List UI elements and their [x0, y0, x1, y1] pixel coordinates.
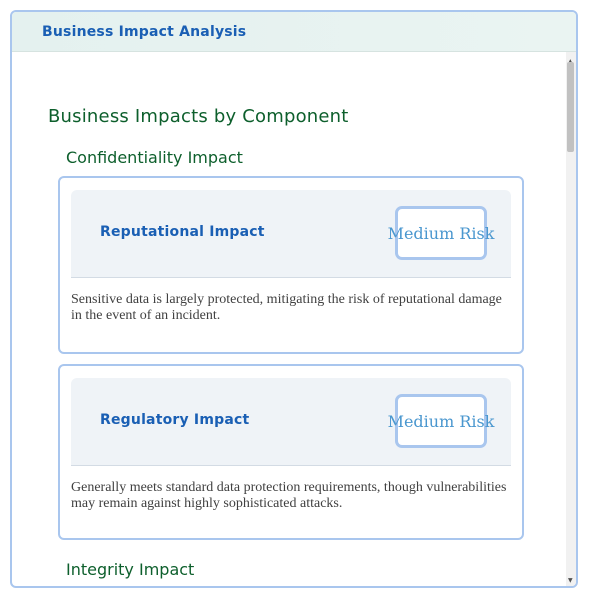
impact-card-header[interactable]: Reputational Impact Medium Risk	[71, 190, 511, 278]
confidentiality-impact-heading[interactable]: Confidentiality Impact	[48, 148, 243, 167]
panel-content: Business Impacts by Component Confidenti…	[12, 52, 566, 586]
scroll-down-arrow-icon[interactable]: ▼	[568, 577, 573, 584]
scroll-up-arrow-icon[interactable]: ▲	[568, 58, 573, 65]
impact-description: Sensitive data is largely protected, mit…	[71, 292, 502, 323]
panel-title: Business Impact Analysis	[42, 23, 247, 40]
impact-card-header[interactable]: Regulatory Impact Medium Risk	[71, 378, 511, 466]
risk-badge: Medium Risk	[388, 394, 494, 448]
component-title: Confidentiality Impact	[66, 148, 243, 167]
impact-title: Regulatory Impact	[100, 412, 250, 428]
business-impact-panel: Business Impact Analysis Business Impact…	[10, 10, 578, 588]
impact-description: Generally meets standard data protection…	[71, 480, 507, 511]
scrollbar-thumb[interactable]	[567, 62, 574, 152]
impact-card-regulatory: Regulatory Impact Medium Risk Generally …	[58, 364, 524, 540]
integrity-impact-heading[interactable]: Integrity Impact	[48, 560, 194, 579]
component-title: Integrity Impact	[66, 560, 195, 579]
impact-card-reputational: Reputational Impact Medium Risk Sensitiv…	[58, 176, 524, 354]
impact-title: Reputational Impact	[100, 224, 265, 240]
section-title: Business Impacts by Component	[48, 106, 349, 127]
panel-header[interactable]: Business Impact Analysis	[12, 12, 576, 52]
vertical-scrollbar[interactable]: ▲ ▼	[566, 52, 576, 586]
risk-badge: Medium Risk	[388, 206, 494, 260]
